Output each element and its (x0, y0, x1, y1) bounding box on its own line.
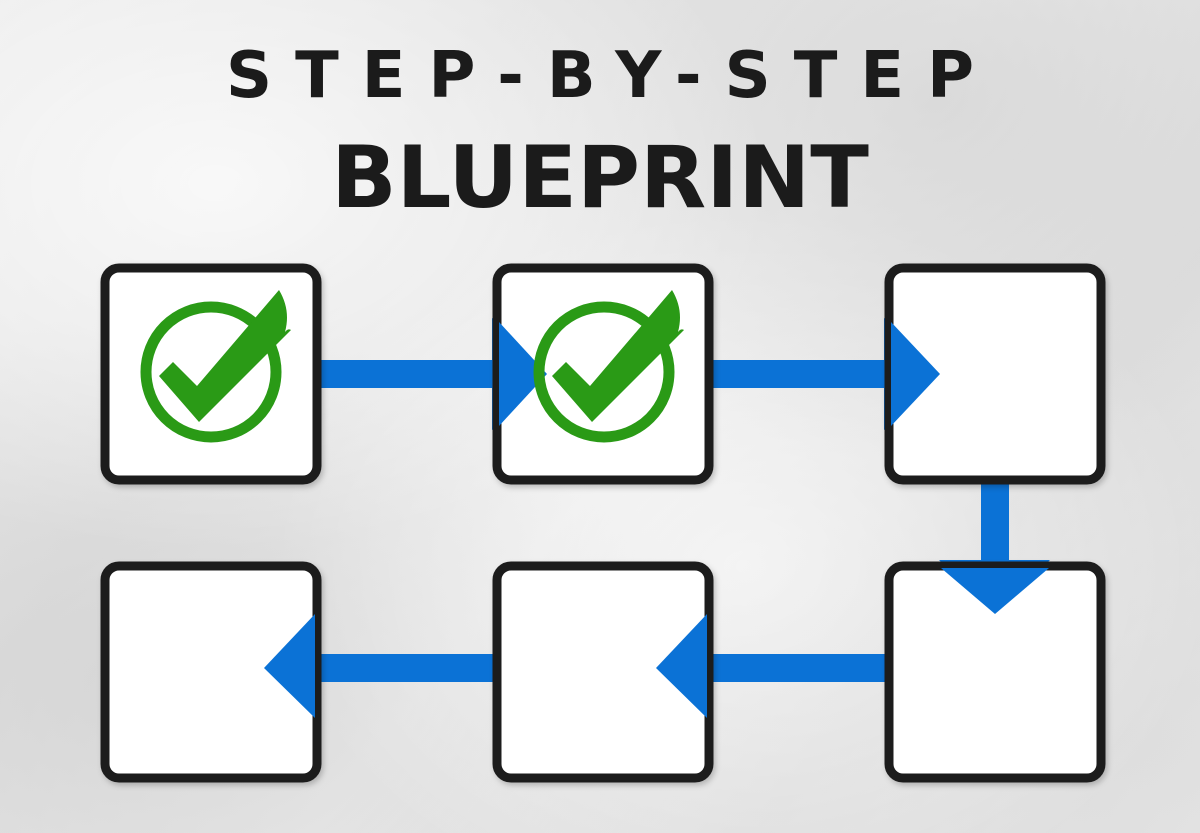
check-circle-icon (533, 290, 684, 443)
arrowhead-overlay-step2 (499, 322, 547, 426)
step-box-4 (884, 561, 1106, 783)
title-step-by-step: STEP-BY-STEP (226, 39, 997, 113)
step-box-6 (100, 561, 322, 783)
arrowhead-overlay-step5 (656, 614, 707, 718)
arrowhead-overlay-step6 (264, 614, 315, 718)
check-circle-icon (140, 290, 291, 443)
step-box-5 (492, 561, 714, 783)
step-box-3 (884, 263, 1106, 485)
arrowhead-overlay-step3 (891, 322, 940, 426)
arrowhead-overlay-step4 (941, 568, 1049, 614)
title-blueprint: BLUEPRINT (331, 128, 869, 228)
